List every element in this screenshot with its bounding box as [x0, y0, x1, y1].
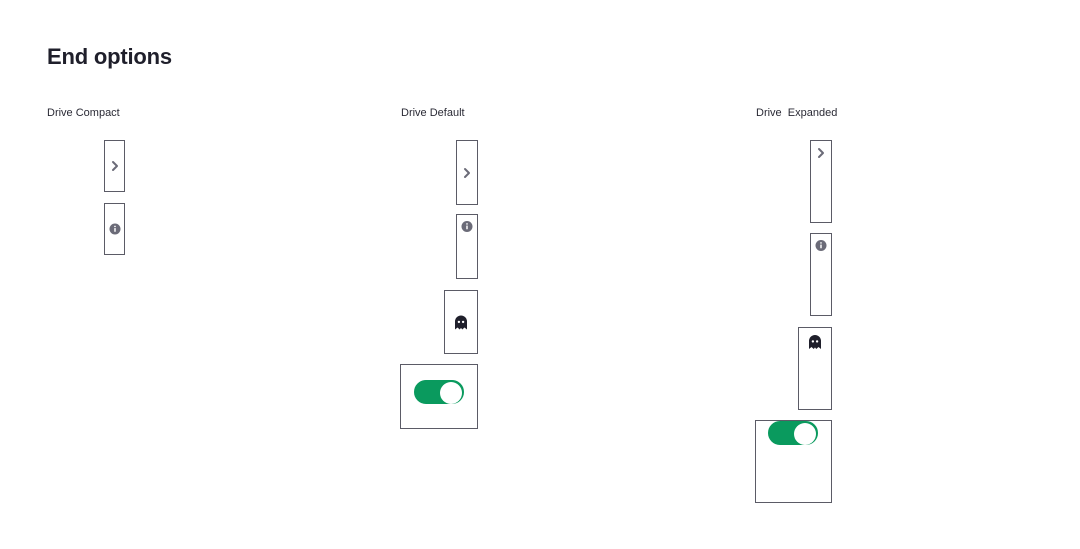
info-icon: [109, 223, 120, 235]
column-label-default: Drive Default: [401, 107, 465, 119]
chevron-right-icon: [464, 167, 470, 178]
toggle-knob: [440, 382, 462, 404]
compact-info-option[interactable]: [104, 203, 125, 255]
toggle-switch[interactable]: [414, 380, 464, 404]
info-icon: [815, 240, 827, 251]
info-icon: [461, 221, 473, 232]
ghost-icon: [455, 315, 467, 330]
toggle-knob: [794, 423, 816, 445]
default-info-option[interactable]: [456, 214, 478, 279]
chevron-right-icon: [818, 148, 824, 158]
default-ghost-option[interactable]: [444, 290, 478, 354]
expanded-ghost-option[interactable]: [798, 327, 832, 410]
expanded-chevron-option[interactable]: [810, 140, 832, 223]
column-label-expanded: Drive Expanded: [756, 107, 838, 119]
page-title: End options: [47, 44, 172, 69]
ghost-icon: [809, 335, 821, 349]
expanded-info-option[interactable]: [810, 233, 832, 316]
expanded-toggle-option[interactable]: [755, 420, 832, 503]
default-toggle-option[interactable]: [400, 364, 478, 429]
toggle-switch[interactable]: [768, 421, 818, 445]
default-chevron-option[interactable]: [456, 140, 478, 205]
compact-chevron-option[interactable]: [104, 140, 125, 192]
column-label-compact: Drive Compact: [47, 107, 120, 119]
chevron-right-icon: [111, 161, 118, 171]
